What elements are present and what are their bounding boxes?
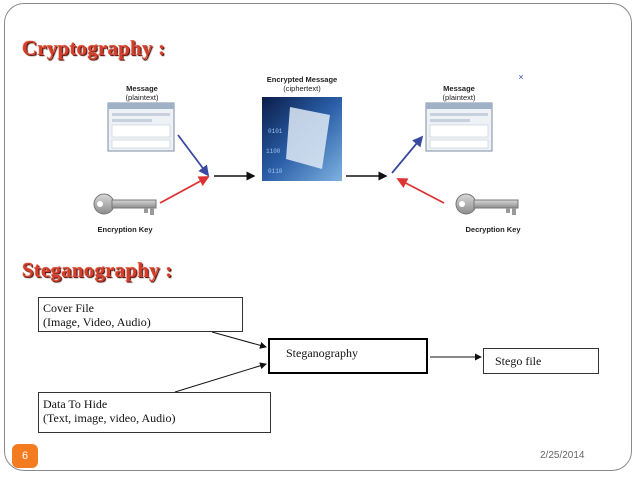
slide-date: 2/25/2014 [540, 450, 585, 461]
cover-file-box: Cover File (Image, Video, Audio) [38, 297, 243, 332]
decryption-key-label: Decryption Key [465, 225, 521, 234]
data-to-hide-types: (Text, image, video, Audio) [43, 411, 176, 425]
cipher-to-plaintext-arrow [391, 135, 424, 174]
stego-file-label: Stego file [495, 354, 542, 368]
steganography-box: Steganography [268, 338, 428, 374]
decryption-key-icon [455, 193, 519, 215]
ciphertext-image: 0101 1100 0110 [262, 97, 342, 181]
slide-number-badge: 6 [12, 444, 38, 468]
crypto-diagram: 0101 1100 0110 Message(plaintext) Encryp… [90, 73, 530, 243]
crypto-heading: Cryptography : [22, 36, 166, 60]
plaintext-doc-right [425, 102, 493, 152]
dec-key-arrow [396, 178, 445, 204]
svg-text:1100: 1100 [266, 148, 281, 155]
encryption-key-label: Encryption Key [97, 225, 153, 234]
cover-file-title: Cover File [43, 301, 94, 315]
center-message-label: Encrypted Message(ciphertext) [266, 75, 338, 93]
slide-frame [4, 3, 632, 471]
right-message-label: Message(plaintext) [442, 84, 476, 102]
crypto-illustration: 0101 1100 0110 [93, 97, 519, 215]
cover-to-steg-arrow [211, 331, 267, 349]
stego-file-box: Stego file [483, 348, 599, 374]
plaintext-to-cipher-arrow [177, 134, 210, 177]
steganography-label: Steganography [286, 346, 358, 360]
svg-text:0101: 0101 [268, 128, 283, 135]
data-to-hide-title: Data To Hide [43, 397, 108, 411]
enc-key-arrow [159, 176, 210, 204]
close-icon: × [518, 72, 524, 82]
svg-text:0110: 0110 [268, 168, 283, 175]
data-to-steg-arrow [174, 362, 267, 393]
left-message-label: Message(plaintext) [125, 84, 159, 102]
plaintext-doc-left [107, 102, 175, 152]
cover-file-types: (Image, Video, Audio) [43, 315, 151, 329]
data-to-hide-box: Data To Hide (Text, image, video, Audio) [38, 392, 271, 433]
encryption-key-icon [93, 193, 157, 215]
steg-heading: Steganography : [22, 258, 173, 282]
